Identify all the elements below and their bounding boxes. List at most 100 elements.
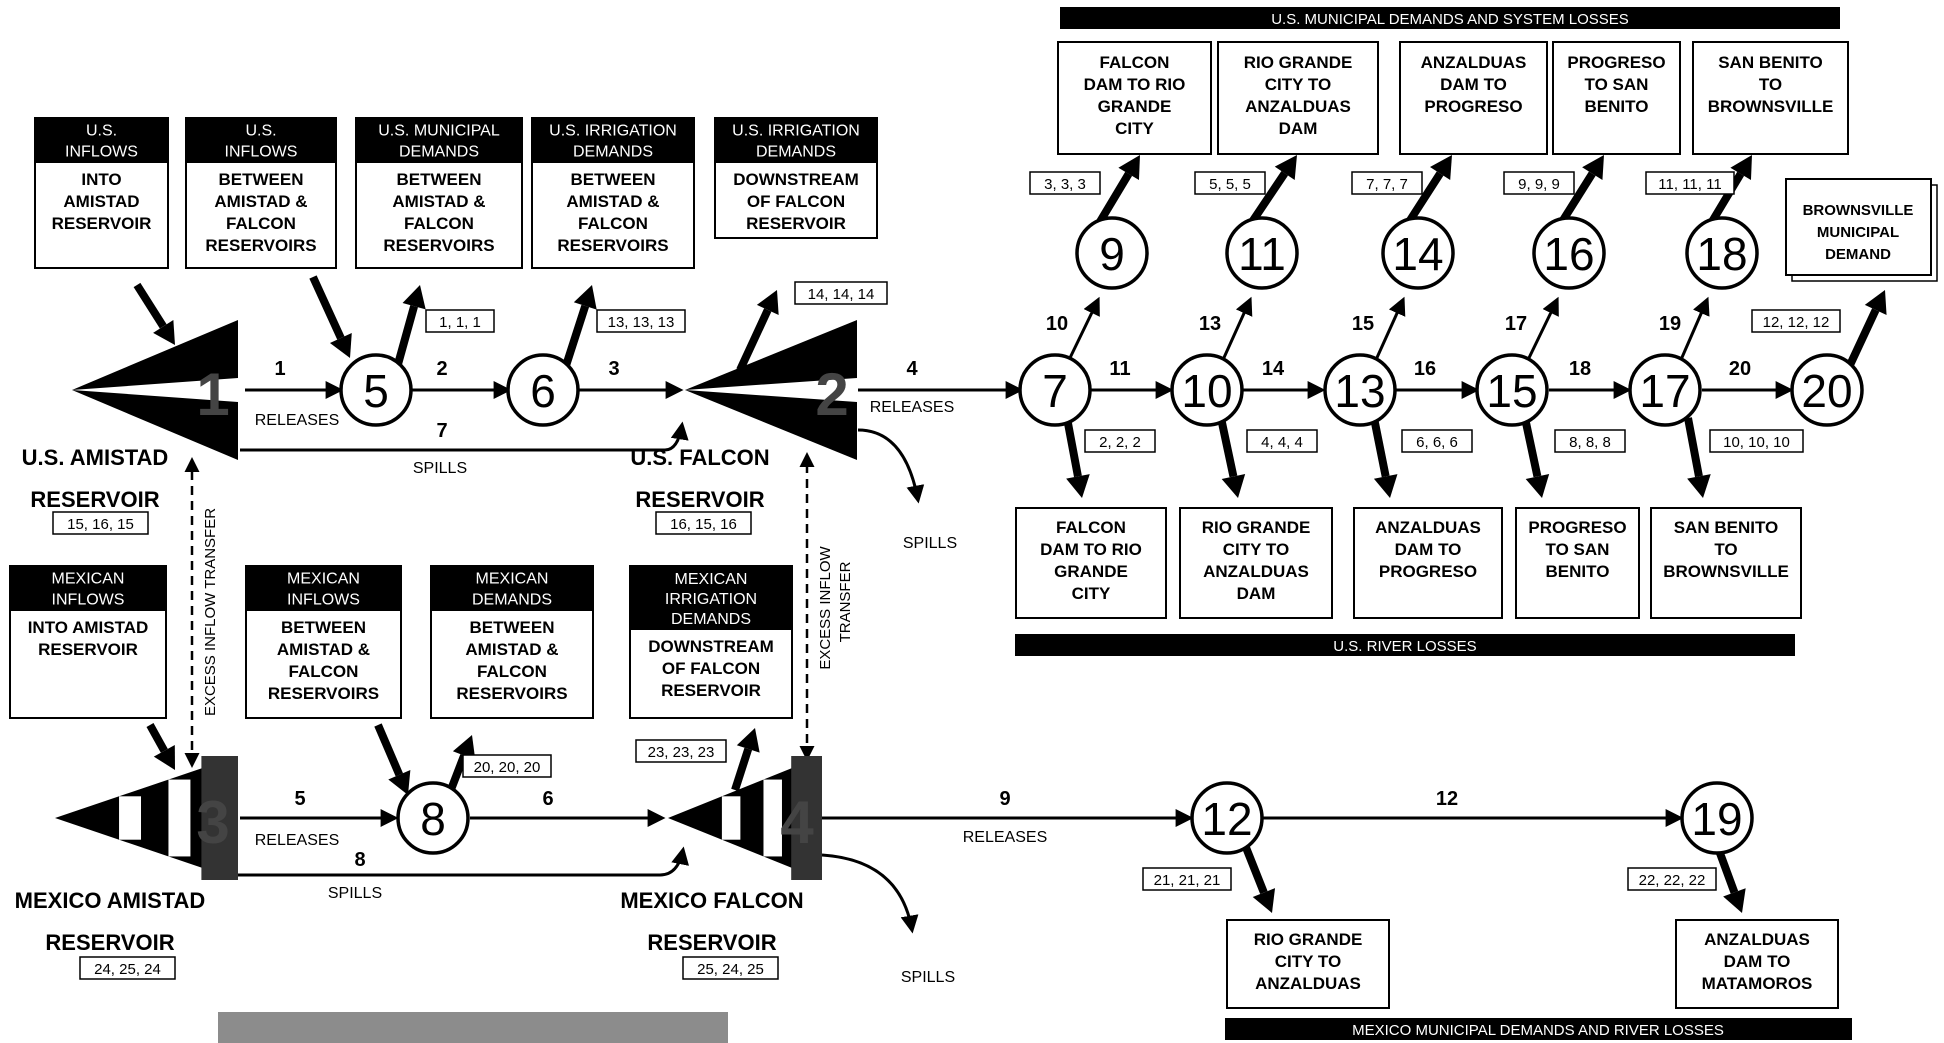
- link-number-l2: 2: [436, 358, 447, 380]
- node-13-label: 13: [1334, 365, 1385, 417]
- link-7-spills-arrow: [240, 421, 689, 452]
- link-19-arrow: [1678, 296, 1710, 363]
- link-number-l1: 1: [274, 358, 285, 380]
- tag-n15_down-text: 8, 8, 8: [1569, 434, 1611, 451]
- reservoir-name-mx_falcon-0: MEXICO FALCON: [620, 888, 803, 913]
- node-19-circle: [1680, 781, 1754, 855]
- node-8-circle: [396, 781, 470, 855]
- us-municipal-demand-arrow-head: [402, 285, 426, 310]
- band-mexico-municipal-label: MEXICO MUNICIPAL DEMANDS AND RIVER LOSSE…: [1352, 1022, 1724, 1039]
- mexican-demands-between-box-header-bar: [431, 566, 593, 611]
- us-inflow-amistad-box-header-bar: [35, 118, 168, 163]
- node-8-label: 8: [420, 793, 446, 845]
- reservoir-tag-us_falcon: 16, 15, 16: [670, 516, 737, 533]
- us-amistad-reservoir: 1: [72, 320, 238, 460]
- node-16-circle: [1532, 216, 1606, 290]
- node-13-circle: [1323, 353, 1397, 427]
- mexico-amistad-reservoir-id: 3: [196, 789, 229, 856]
- mexico-amistad-reservoir-dark-block: [201, 756, 238, 880]
- mexican-inflow-between-box-body-2: FALCON: [289, 662, 359, 681]
- mexican-inflow-amistad-box-header-1: INFLOWS: [52, 592, 125, 609]
- us-inflow-between-arrow-head: [329, 333, 352, 358]
- mexico-box-line-0-2: ANZALDUAS: [1255, 974, 1361, 993]
- tag-n5_muni-frame: [425, 309, 495, 333]
- node-12: 12: [1190, 781, 1264, 855]
- node-20-label: 20: [1801, 365, 1852, 417]
- node-9: 9: [1075, 216, 1149, 290]
- node9-demand-arrow-head: [1118, 155, 1140, 181]
- mexican-irrigation-downstream-box-body-2: RESERVOIR: [661, 681, 761, 700]
- tag-n7_down-frame: [1084, 429, 1156, 453]
- us-municipal-demands-box-body-1: AMISTAD &: [392, 192, 485, 211]
- node18-demand-arrow: [1706, 155, 1752, 228]
- mexico-falcon-reservoir-stripe-0: [721, 796, 741, 840]
- mexican-inflow-between-box-body-3: RESERVOIRS: [268, 684, 379, 703]
- spills-label-us-falcon: SPILLS: [903, 535, 957, 552]
- link-number-l12: 12: [1436, 788, 1458, 810]
- node18-demand-arrow-shaft: [1706, 171, 1745, 228]
- node7-loss-arrow-shaft: [1063, 417, 1082, 478]
- network-links: [184, 296, 1794, 934]
- mexico-amistad-reservoir-stripe-1: [168, 779, 191, 857]
- tag-falcon_irr-frame: [794, 281, 888, 305]
- node-17: 17: [1628, 353, 1702, 427]
- node10-loss-arrow: [1217, 417, 1246, 498]
- tag-n18-frame: [1645, 171, 1735, 195]
- node-17-label: 17: [1639, 365, 1690, 417]
- us-irrigation-downstream-box-header-1: DEMANDS: [756, 144, 836, 161]
- node-16-label: 16: [1543, 228, 1594, 280]
- bottom-box-frame-0: [1015, 507, 1167, 619]
- mexican-irrigation-downstream-box-header-bar: [630, 566, 792, 630]
- us-inflow-between-box-header-0: U.S.: [245, 123, 276, 140]
- us-inflow-amistad-arrow: [133, 282, 175, 345]
- us-amistad-reservoir-id: 1: [196, 361, 229, 428]
- reservoir-name-mx_amistad-0: MEXICO AMISTAD: [15, 888, 206, 913]
- releases-label-us-falcon: RELEASES: [870, 399, 954, 416]
- mexico-falcon-reservoir: 4: [668, 756, 822, 880]
- us-irrigation-between-box-header-bar: [532, 118, 694, 163]
- us-municipal-demands-box-body-0: BETWEEN: [397, 170, 482, 189]
- node17-loss-arrow-head: [1687, 474, 1711, 498]
- tag-n12-text: 21, 21, 21: [1154, 872, 1221, 889]
- mexican-inflow-between-box-header-bar: [246, 566, 401, 611]
- node19-loss-arrow: [1713, 843, 1746, 913]
- reservoir-name-mx_falcon-1: RESERVOIR: [647, 930, 776, 955]
- mexican-demands-between-box-body-1: AMISTAD &: [465, 640, 558, 659]
- node12-loss-arrow-shaft: [1241, 843, 1268, 895]
- us-irrigation-downstream-box-header-bar: [715, 118, 877, 163]
- tag-n15_down: 8, 8, 8: [1554, 429, 1626, 453]
- mexican-inflow-between-arrow-head: [388, 770, 411, 795]
- node-9-label: 9: [1099, 228, 1125, 280]
- tag-n6_irr-text: 13, 13, 13: [608, 314, 675, 331]
- node-16: 16: [1532, 216, 1606, 290]
- node10-loss-arrow-head: [1221, 473, 1246, 498]
- top-box-line-4-0: SAN BENITO: [1718, 53, 1823, 72]
- mexican-inflow-amistad-box-header-0: MEXICAN: [52, 571, 125, 588]
- top-box-line-0-0: FALCON: [1100, 53, 1170, 72]
- link-number-l8: 8: [354, 849, 365, 871]
- top-box-line-1-3: DAM: [1279, 119, 1318, 138]
- mexico-box-line-1-2: MATAMOROS: [1702, 974, 1813, 993]
- top-box-line-4-2: BROWNSVILLE: [1708, 97, 1834, 116]
- top-box-line-1-1: CITY TO: [1265, 75, 1331, 94]
- top-box-line-1-2: ANZALDUAS: [1245, 97, 1351, 116]
- us-inflow-amistad-box-header-0: U.S.: [86, 123, 117, 140]
- link-number-l20: 20: [1729, 358, 1751, 380]
- tag-n10_down-frame: [1246, 429, 1318, 453]
- tag-mx_falcon_irr: 23, 23, 23: [635, 739, 727, 763]
- tag-n10_down: 4, 4, 4: [1246, 429, 1318, 453]
- mexico-box-frame-1: [1675, 919, 1839, 1009]
- us-falcon-reservoir-id: 2: [815, 361, 848, 428]
- bottom-box-line-1-0: RIO GRANDE: [1202, 518, 1311, 537]
- mexican-irrigation-demand-arrow-head: [736, 728, 760, 753]
- top-box-line-2-2: PROGRESO: [1424, 97, 1522, 116]
- node-13: 13: [1323, 353, 1397, 427]
- node-11-circle: [1225, 216, 1299, 290]
